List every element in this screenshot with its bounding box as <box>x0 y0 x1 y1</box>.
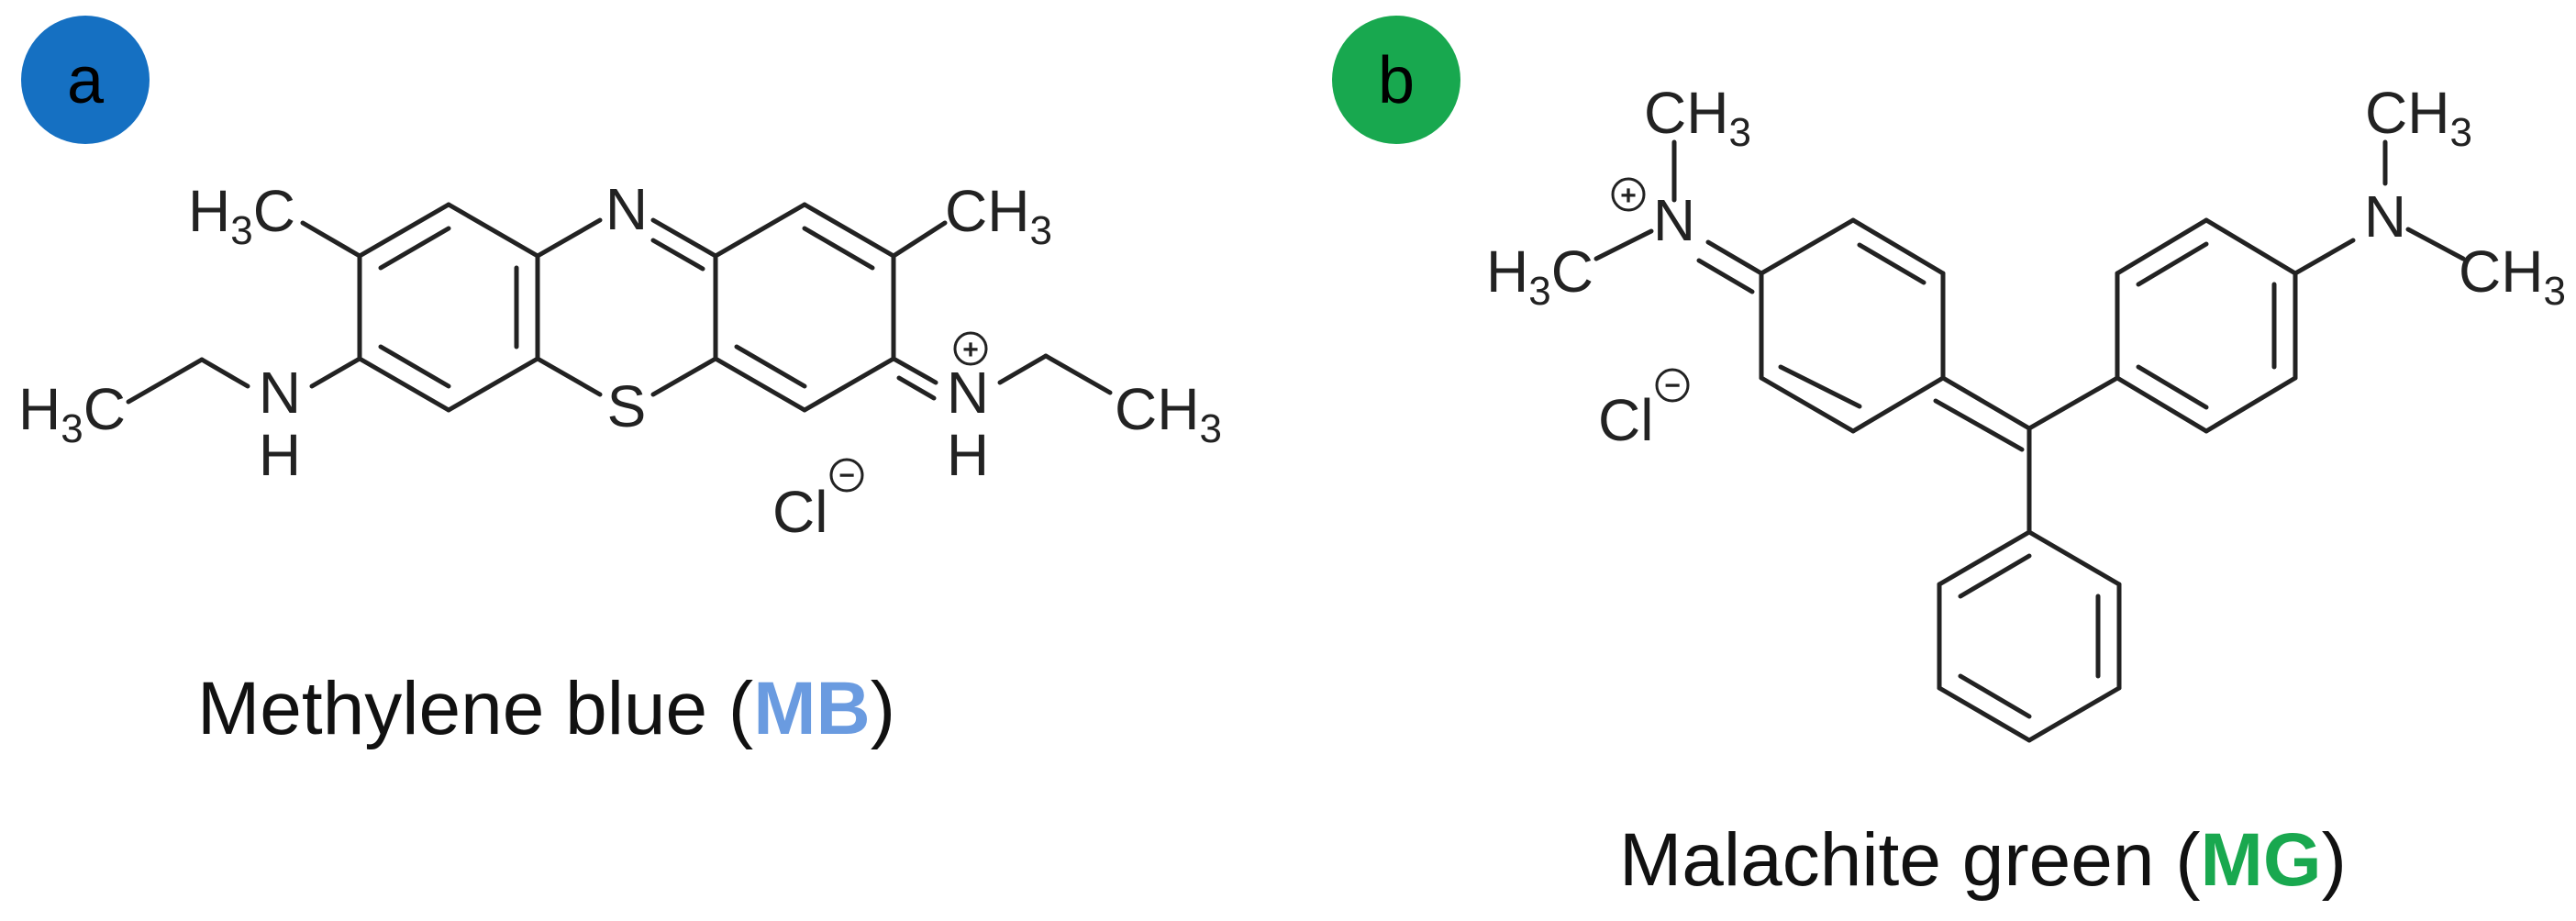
mb-central-ring-bonds <box>535 217 718 397</box>
mb-ethyl-right-methyl: CH3 <box>1115 376 1222 451</box>
mg-positive-charge: + <box>1620 181 1637 211</box>
mb-iminium-hydrogen: H <box>947 422 989 488</box>
mb-methyl-right: CH3 <box>945 178 1052 253</box>
malachite-green-structure: CH3 N + H3C Cl − CH3 N CH3 <box>1486 80 2566 743</box>
mb-left-ring-bonds <box>357 202 540 413</box>
mb-negative-charge-ring <box>829 458 864 493</box>
mb-iminium-nitrogen: N <box>947 360 989 426</box>
panel-a-badge <box>21 16 150 144</box>
mg-positive-charge-ring <box>1611 177 1646 212</box>
mg-chloride-ion: Cl <box>1598 387 1653 453</box>
mg-iminium-methyl-top: CH3 <box>1644 80 1751 155</box>
mg-amine-nitrogen: N <box>2364 183 2406 250</box>
methylene-blue-structure: N S H3C CH3 H3C N H N H + CH3 Cl − <box>18 176 1222 545</box>
mg-phenyl-ring-bonds <box>1937 529 2122 743</box>
mg-central-carbon-bonds <box>1933 375 2120 535</box>
mb-chloride-ion: Cl <box>772 479 827 545</box>
mg-iminium-methyl-left: H3C <box>1486 239 1593 314</box>
mb-ring-sulfur: S <box>607 373 647 439</box>
mb-positive-charge: + <box>962 335 979 365</box>
mb-amine-nitrogen: N <box>259 360 301 426</box>
malachite-green-caption: Malachite green (MG) <box>1619 818 2347 902</box>
panel-a: a <box>18 16 1222 750</box>
mb-methyl-left: H3C <box>188 178 295 253</box>
mg-aminophenyl-ring-bonds <box>2115 217 2298 434</box>
mb-substituent-bonds <box>126 220 1113 405</box>
mb-negative-charge: − <box>838 460 855 491</box>
mg-amine-methyl-right: CH3 <box>2459 239 2566 314</box>
mg-negative-charge: − <box>1664 371 1681 401</box>
mb-amine-hydrogen: H <box>259 422 301 488</box>
panel-b-badge <box>1332 16 1460 144</box>
mg-negative-charge-ring <box>1655 368 1690 403</box>
panel-b-badge-label: b <box>1378 44 1415 117</box>
panel-a-badge-label: a <box>67 44 105 117</box>
mb-ethyl-left-methyl: H3C <box>18 376 126 451</box>
methylene-blue-caption: Methylene blue (MB) <box>197 667 895 750</box>
mb-ring-nitrogen: N <box>605 176 648 242</box>
mg-quinoid-ring-bonds <box>1759 217 1946 434</box>
panel-b: b <box>1332 16 2566 902</box>
mg-iminium-nitrogen: N <box>1653 187 1695 253</box>
mg-amine-methyl-top: CH3 <box>2365 80 2472 155</box>
mb-positive-charge-ring <box>953 331 988 366</box>
mb-right-ring-bonds <box>713 202 896 413</box>
mg-substituent-bonds <box>1593 139 2466 294</box>
